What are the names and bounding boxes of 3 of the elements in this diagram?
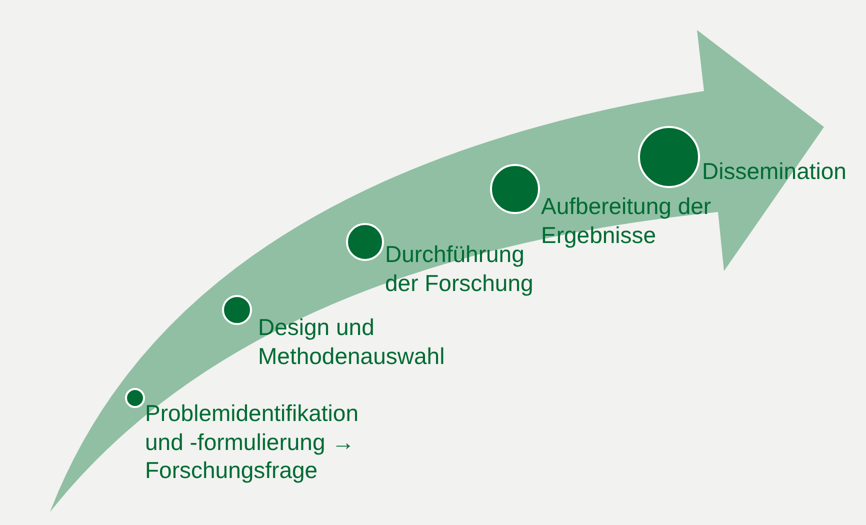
step-label: Aufbereitung der Ergebnisse (541, 192, 712, 249)
step-label: Design und Methodenauswahl (258, 313, 446, 370)
step-label: Problemidentifikation und -formulierung → Forschungsfrage (145, 399, 360, 484)
